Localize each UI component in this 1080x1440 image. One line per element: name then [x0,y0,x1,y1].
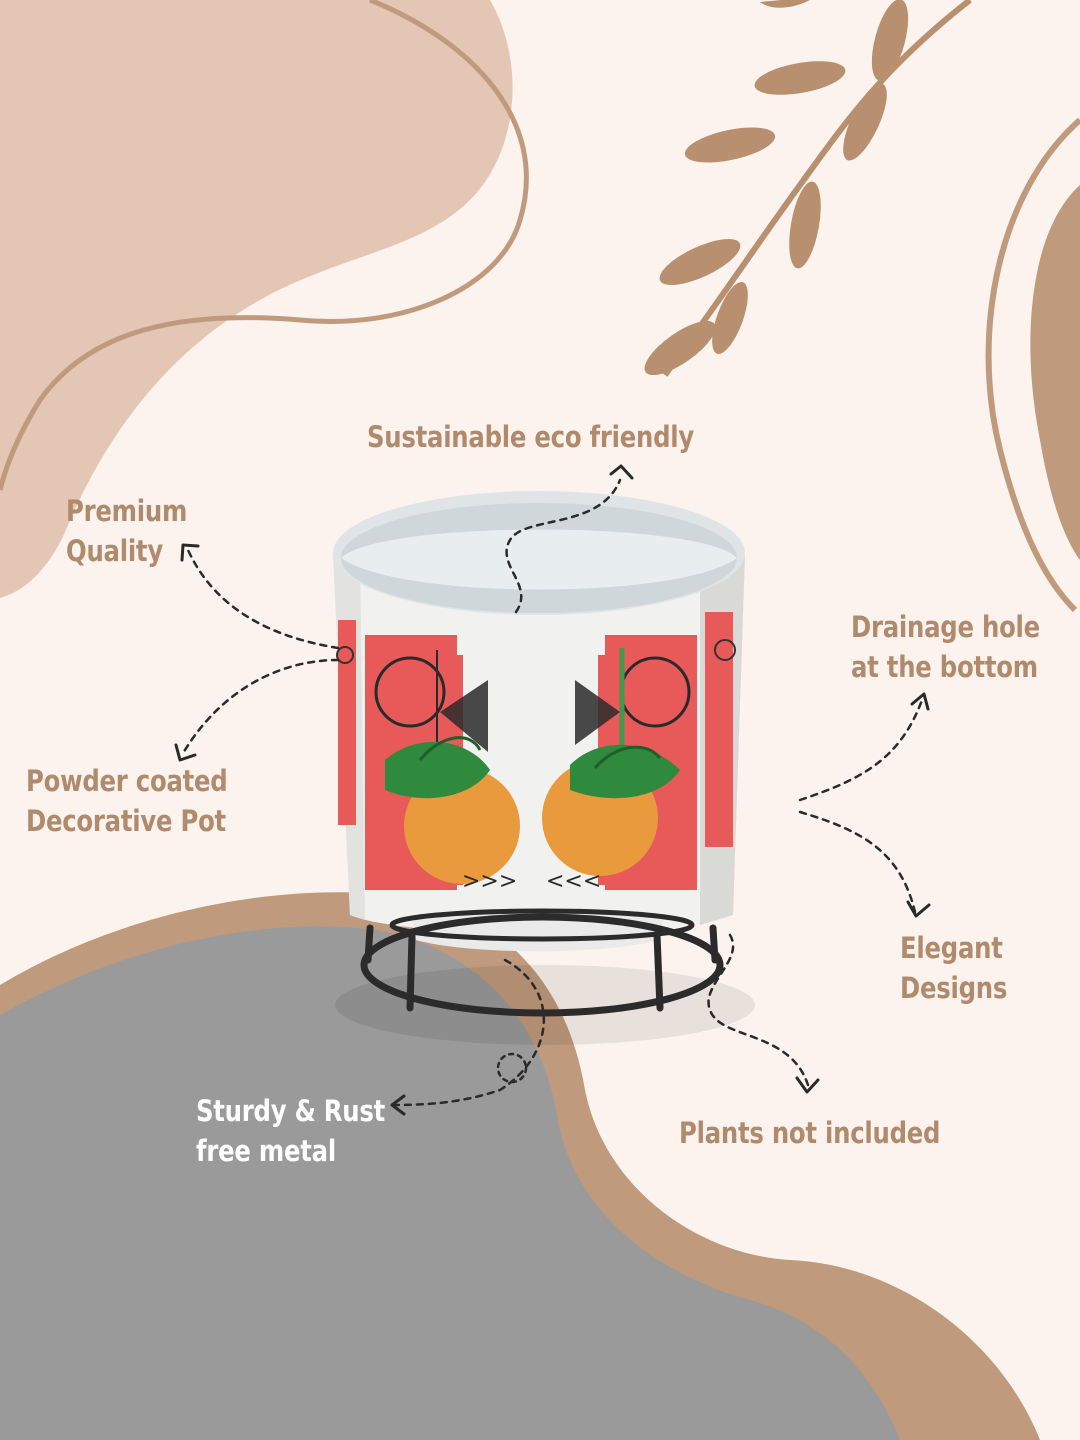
left-chevrons-print: >>> [462,869,517,894]
top-left-outline [0,0,529,491]
eco-friendly-text: Sustainable eco friendly [367,420,695,454]
powder-coated-label: Powder coated Decorative Pot [26,761,228,841]
drainage-line-1: Drainage hole [851,610,1040,644]
elegant-designs-label: Elegant Designs [900,928,1007,1008]
premium-line-1: Premium [66,494,188,528]
plants-line-1: Plants not included [679,1116,941,1150]
premium-quality-label: Premium Quality [66,491,187,571]
sturdy-line-2: free metal [196,1134,336,1168]
elegant-line-1: Elegant [900,931,1003,965]
sturdy-line-1: Sturdy & Rust [196,1094,386,1128]
planter-pot: >>> <<< [333,491,755,1045]
right-arc-fill [1030,185,1080,560]
drainage-hole-label: Drainage hole at the bottom [851,607,1040,687]
right-chevrons-print: <<< [546,869,601,894]
arrowheads [174,464,931,1116]
right-arc-outline [985,117,1080,613]
elegant-line-2: Designs [900,971,1008,1005]
metal-stand [360,908,724,1017]
bottom-grey-blob [0,926,900,1440]
top-left-blob [0,0,513,598]
plants-not-included-label: Plants not included [679,1113,941,1153]
sturdy-metal-label: Sturdy & Rust free metal [196,1091,385,1171]
leaf-branch [644,0,972,377]
drainage-line-2: at the bottom [851,650,1038,684]
premium-line-2: Quality [66,534,163,568]
powder-line-2: Decorative Pot [26,804,226,838]
powder-line-1: Powder coated [26,764,228,798]
callout-arrows [180,478,924,1107]
eco-friendly-label: Sustainable eco friendly [367,417,694,457]
